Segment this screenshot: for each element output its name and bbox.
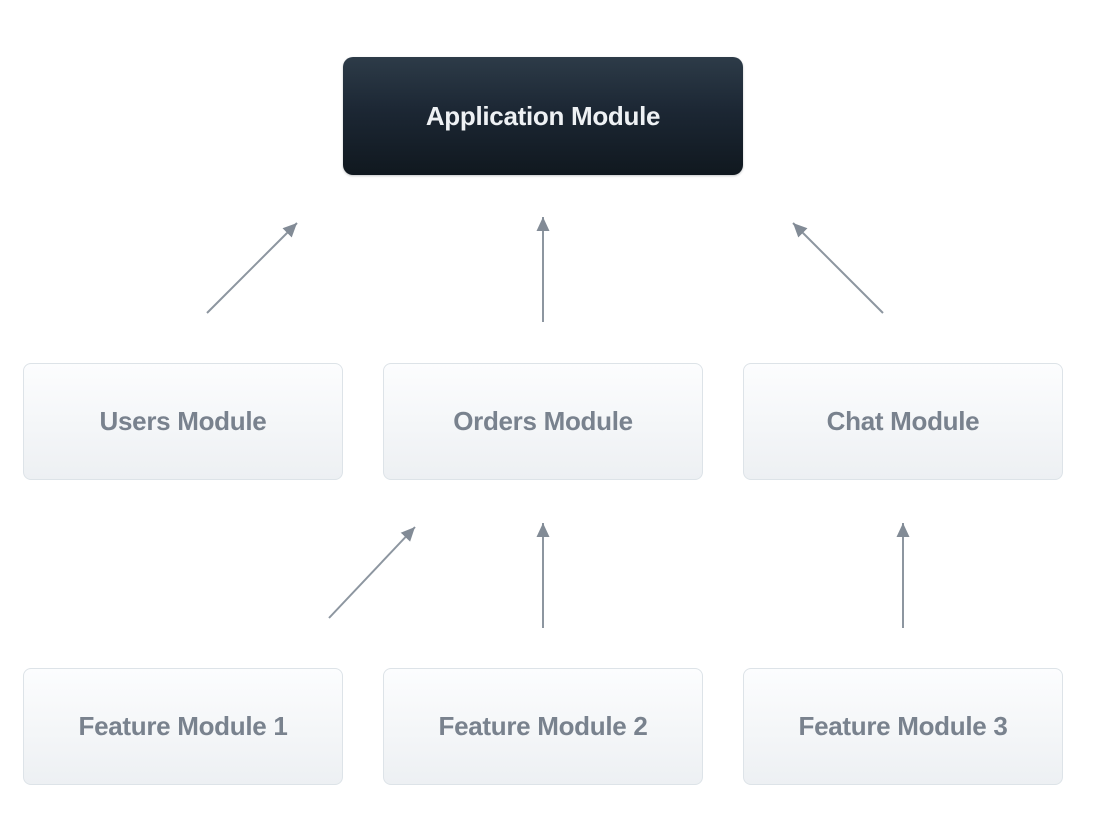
node-feature-module-1-label: Feature Module 1 — [78, 711, 288, 741]
node-orders-module: Orders Module — [383, 363, 703, 480]
node-feature-module-2-label: Feature Module 2 — [438, 711, 648, 741]
arrow-users-to-application — [206, 222, 298, 314]
node-feature-module-3: Feature Module 3 — [743, 668, 1063, 785]
node-feature-module-2: Feature Module 2 — [383, 668, 703, 785]
node-application-module-label: Application Module — [425, 100, 661, 131]
arrow-chat-to-application — [792, 222, 884, 314]
node-application-module: Application Module — [343, 57, 743, 175]
node-users-module-label: Users Module — [99, 406, 267, 436]
node-chat-module: Chat Module — [743, 363, 1063, 480]
node-feature-module-3-label: Feature Module 3 — [798, 711, 1008, 741]
node-users-module: Users Module — [23, 363, 343, 480]
arrow-feature1-to-orders — [328, 526, 416, 619]
node-chat-module-label: Chat Module — [826, 406, 980, 436]
node-orders-module-label: Orders Module — [453, 406, 633, 436]
node-feature-module-1: Feature Module 1 — [23, 668, 343, 785]
